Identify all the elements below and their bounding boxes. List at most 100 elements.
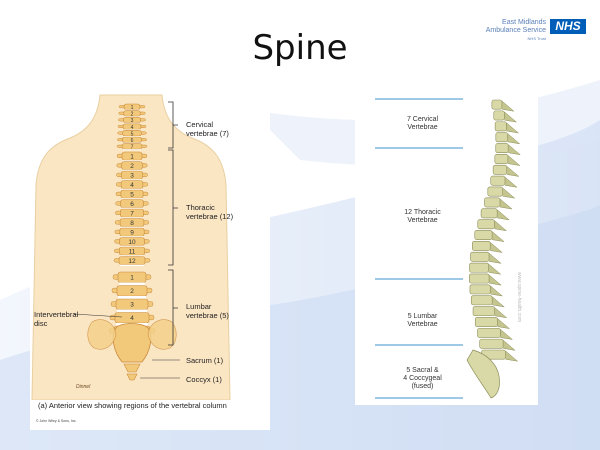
disc-leader: [73, 313, 123, 318]
lumbar-vertebra-number: 4: [130, 315, 134, 322]
lateral-spinous-process: [505, 350, 519, 362]
cervical-vertebra-number: 5: [131, 131, 134, 137]
intervertebral-disc: [124, 129, 140, 131]
divider-line: [375, 98, 463, 100]
lateral-spinous-process: [507, 133, 521, 145]
lateral-spinous-process: [507, 155, 521, 166]
vertebral-column: 123456712345678910111212345: [108, 103, 156, 340]
lateral-vertebra: [480, 208, 498, 219]
label-thoracic: Thoracic vertebrae (12): [186, 203, 234, 221]
lumbar-vertebra-number: 2: [130, 288, 134, 295]
intervertebral-disc: [121, 217, 143, 219]
divider-line: [375, 278, 463, 280]
divider-line: [375, 397, 463, 399]
label-lateral-sacral-coccygeal: 5 Sacral & 4 Coccygeal (fused): [403, 367, 442, 390]
lateral-vertebra: [479, 338, 504, 349]
lateral-sacrum: [466, 349, 500, 399]
intervertebral-disc: [121, 226, 143, 228]
lateral-vertebra: [493, 110, 505, 121]
intervertebral-disc: [121, 198, 143, 200]
label-lateral-cervical: 7 Cervical Vertebrae: [406, 116, 439, 131]
lateral-vertebra: [472, 306, 495, 317]
lateral-spinous-process: [508, 144, 522, 156]
label-sacrum: Sacrum (1): [186, 356, 224, 365]
pelvis-right: [147, 319, 177, 350]
lateral-spine-illustration: [466, 99, 522, 399]
lateral-spinous-process: [497, 209, 511, 221]
intervertebral-disc: [124, 122, 140, 124]
lateral-spinous-process: [501, 100, 515, 112]
thoracic-bracket: [168, 149, 178, 266]
lateral-spinous-process: [497, 318, 511, 330]
cervical-vertebra-number: 7: [131, 145, 134, 151]
lateral-spinous-process: [504, 176, 518, 188]
lateral-vertebra: [484, 197, 501, 208]
thoracic-vertebra-number: 4: [130, 182, 134, 189]
lateral-vertebra: [494, 154, 509, 164]
nhs-logo: East Midlands Ambulance Service NHS Trus…: [486, 19, 586, 45]
cervical-vertebra-number: 6: [131, 138, 134, 144]
intervertebral-disc: [123, 136, 141, 137]
lateral-vertebra: [469, 262, 489, 273]
lateral-spinous-process: [502, 339, 516, 351]
lateral-spinous-process: [488, 252, 502, 264]
lateral-vertebra: [495, 143, 509, 153]
thoracic-vertebra-number: 8: [130, 220, 134, 227]
cervical-vertebra: [123, 110, 141, 117]
cervical-vertebra-number: 4: [131, 125, 134, 131]
intervertebral-disc: [121, 207, 143, 209]
lateral-view-figure: 7 Cervical Vertebrae 12 Thoracic Vertebr…: [355, 92, 538, 405]
cervical-vertebra: [123, 103, 141, 110]
intervertebral-disc: [120, 255, 144, 257]
logo-org-name: East Midlands Ambulance Service: [485, 19, 546, 34]
logo-trust: NHS Trust: [527, 36, 546, 41]
divider-line: [375, 147, 463, 149]
thoracic-vertebra-number: 7: [130, 210, 134, 217]
intervertebral-disc: [120, 245, 144, 247]
lateral-vertebra: [487, 186, 503, 197]
lateral-spinous-process: [499, 198, 513, 210]
lateral-vertebra: [469, 284, 491, 295]
thoracic-vertebra-number: 6: [130, 201, 134, 208]
intervertebral-disc: [120, 236, 144, 238]
lateral-spinous-process: [490, 242, 504, 253]
label-cervical: Cervical vertebrae (7): [186, 120, 229, 138]
copyright-note: © John Wiley & Sons, Inc.: [36, 419, 77, 423]
lateral-vertebra: [474, 317, 498, 327]
lateral-spinous-process: [491, 231, 505, 243]
lateral-vertebra: [492, 164, 508, 175]
intervertebral-disc: [119, 282, 145, 286]
cervical-vertebra-number: 2: [131, 112, 134, 118]
label-lateral-thoracic: 12 Thoracic Vertebrae: [404, 209, 441, 224]
nhs-badge: NHS: [550, 19, 586, 34]
thoracic-vertebra-number: 11: [129, 248, 136, 255]
anterior-spine-illustration: 123456712345678910111212345: [31, 94, 231, 400]
lateral-vertebra: [491, 99, 503, 110]
intervertebral-disc: [123, 160, 141, 162]
intervertebral-disc: [123, 149, 141, 151]
thoracic-vertebra-number: 3: [130, 172, 134, 179]
pelvis-left: [87, 319, 117, 350]
artist-signature: Dinnel: [76, 384, 91, 390]
lateral-spinous-process: [488, 274, 502, 286]
thoracic-vertebra-number: 9: [130, 229, 134, 236]
lateral-vertebra: [472, 241, 491, 251]
label-coccyx: Coccyx (1): [186, 375, 222, 384]
lumbar-vertebra-number: 3: [130, 301, 134, 308]
figure-caption: (a) Anterior view showing regions of the…: [38, 401, 227, 410]
sacrum-shape: [112, 323, 152, 363]
thoracic-vertebra-number: 5: [130, 191, 134, 198]
lateral-vertebra: [477, 219, 495, 230]
label-lateral-lumbar: 5 Lumbar Vertebrae: [407, 313, 438, 328]
coccyx-shape: [123, 363, 141, 381]
slide-title: Spine: [252, 28, 348, 68]
thoracic-vertebra-number: 2: [130, 163, 134, 170]
thoracic-vertebra-number: 12: [128, 258, 136, 265]
intervertebral-disc: [123, 142, 141, 144]
anterior-view-figure: 123456712345678910111212345 Cervical ver…: [30, 90, 270, 430]
lateral-spinous-process: [506, 122, 520, 134]
intervertebral-disc: [125, 109, 139, 111]
lateral-vertebra: [490, 175, 506, 186]
lateral-spinous-process: [502, 187, 516, 199]
lateral-vertebra: [469, 273, 490, 284]
